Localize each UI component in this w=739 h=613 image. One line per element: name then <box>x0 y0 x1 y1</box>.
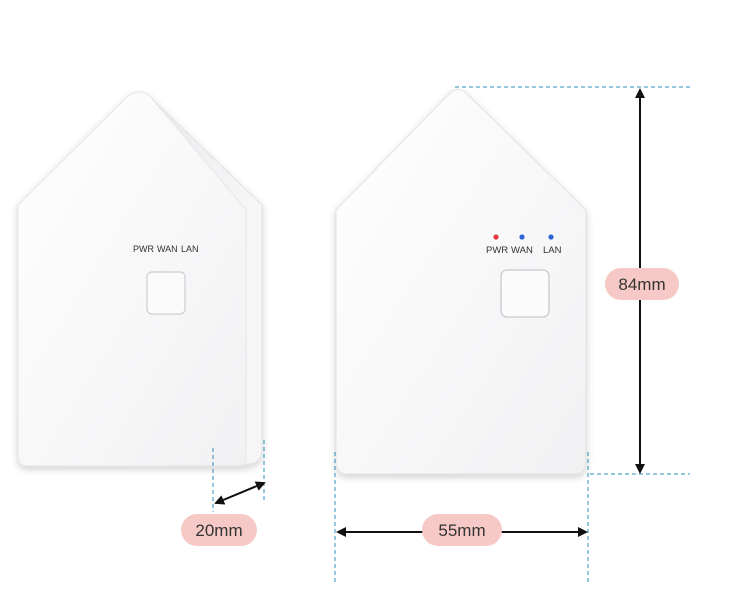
side-label-wan: WAN <box>157 244 178 254</box>
side-device-labels: PWR WAN LAN <box>133 244 199 254</box>
front-label-pwr: PWR <box>486 245 508 256</box>
side-label-lan: LAN <box>181 244 199 254</box>
front-label-lan: LAN <box>543 245 562 256</box>
front-device-leds <box>493 234 554 240</box>
led-wan <box>519 234 525 240</box>
front-label-wan: WAN <box>511 245 533 256</box>
side-reset-button <box>146 271 186 315</box>
front-reset-button <box>500 269 550 318</box>
height-dimension-label: 84mm <box>605 268 679 300</box>
depth-value: 20mm <box>195 521 242 540</box>
width-dimension-label: 55mm <box>422 514 502 546</box>
height-value: 84mm <box>618 275 665 294</box>
led-pwr <box>493 234 499 240</box>
device-front-view <box>335 89 587 475</box>
side-label-pwr: PWR <box>133 244 154 254</box>
front-device-labels: PWR WAN LAN <box>486 245 562 256</box>
depth-arrow <box>214 481 266 505</box>
width-value: 55mm <box>438 521 485 540</box>
device-side-view <box>17 91 263 467</box>
led-lan <box>548 234 554 240</box>
depth-dimension-label: 20mm <box>181 514 257 546</box>
